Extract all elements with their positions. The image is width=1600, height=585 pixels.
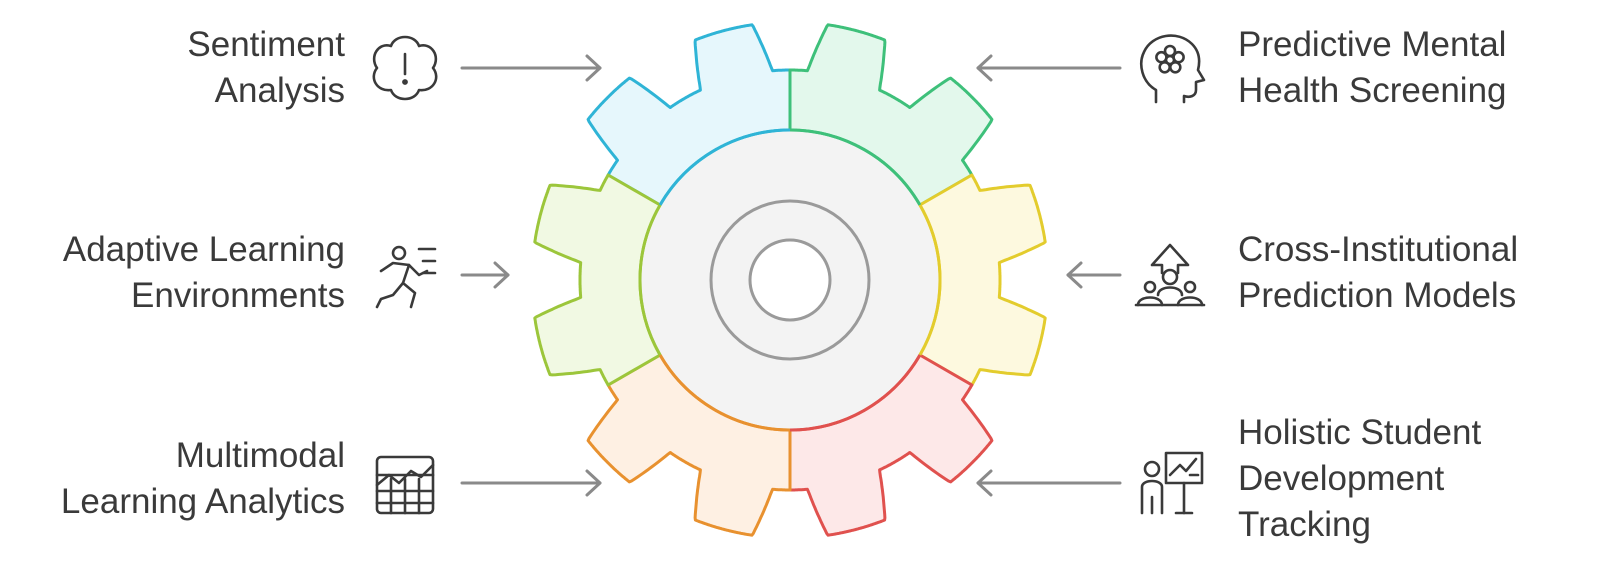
label-line: Prediction Models — [1238, 276, 1517, 315]
label-line: Health Screening — [1238, 71, 1507, 110]
label-line: Tracking — [1238, 505, 1371, 544]
arrow-sentiment-analysis — [460, 54, 602, 82]
label-line: Environments — [131, 276, 345, 315]
running-person-icon — [375, 245, 437, 309]
label-predictive-mental-health-screening: Predictive Mental Health Screening — [1238, 22, 1507, 114]
presenter-chart-icon — [1140, 451, 1204, 515]
label-multimodal-learning-analytics: Multimodal Learning Analytics — [61, 433, 345, 525]
hub-arc-holistic-student-development-tracking — [789, 354, 922, 432]
label-sentiment-analysis: Sentiment Analysis — [187, 22, 345, 114]
arrow-predictive-mental-health-screening — [976, 54, 1122, 82]
label-line: Cross-Institutional — [1238, 230, 1519, 269]
label-holistic-student-development-tracking: Holistic Student Development Tracking — [1238, 410, 1481, 548]
head-flower-icon — [1140, 34, 1206, 104]
hub-arc-cross-institutional-prediction-models — [918, 204, 942, 356]
cloud-exclamation-icon — [372, 35, 438, 101]
hub-arc-adaptive-learning-environments — [638, 204, 662, 356]
chart-grid-icon — [375, 455, 435, 515]
label-cross-institutional-prediction-models: Cross-Institutional Prediction Models — [1238, 227, 1518, 319]
hub-arc-predictive-mental-health-screening — [789, 128, 922, 206]
label-line: Holistic Student — [1238, 413, 1482, 452]
label-line: Development — [1238, 459, 1445, 498]
label-line: Learning Analytics — [60, 482, 345, 521]
hub-arc-multimodal-learning-analytics — [658, 354, 791, 432]
hub-arc-sentiment-analysis — [658, 128, 791, 206]
label-line: Analysis — [214, 71, 345, 110]
group-arrow-up-icon — [1134, 243, 1206, 307]
label-line: Adaptive Learning — [62, 230, 345, 269]
arrow-adaptive-learning-environments — [460, 261, 510, 289]
label-line: Predictive Mental — [1238, 25, 1507, 64]
arrow-holistic-student-development-tracking — [976, 469, 1122, 497]
arrow-multimodal-learning-analytics — [460, 469, 602, 497]
label-adaptive-learning-environments: Adaptive Learning Environments — [63, 227, 345, 319]
label-line: Multimodal — [175, 436, 345, 475]
label-line: Sentiment — [187, 25, 345, 64]
hub-outer-ring — [709, 199, 871, 361]
arrow-cross-institutional-prediction-models — [1066, 261, 1122, 289]
hub-inner-ring — [748, 238, 832, 322]
